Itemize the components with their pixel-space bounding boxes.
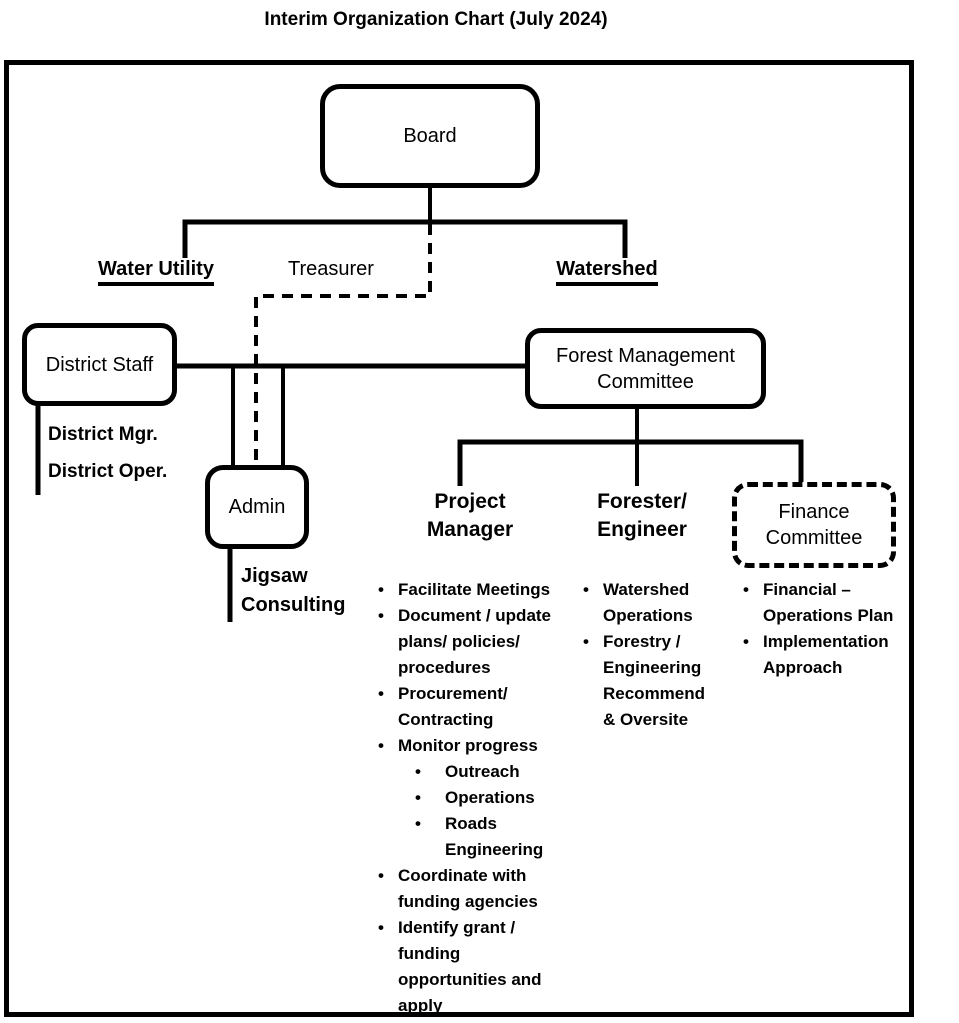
forest-management-committee-box: Forest Management Committee: [525, 328, 766, 409]
watershed-text: Watershed: [556, 258, 658, 286]
admin-box: Admin: [205, 465, 309, 549]
project-manager-duties: Facilitate MeetingsDocument / update pla…: [372, 577, 572, 1019]
duty-item: Roads Engineering: [372, 811, 572, 863]
forester-engineer-duties: Watershed OperationsForestry / Engineeri…: [577, 577, 707, 733]
district-role-item: District Oper.: [48, 461, 168, 482]
duty-item: Outreach: [372, 759, 572, 785]
duty-item: Monitor progress: [372, 733, 572, 759]
district-staff-box: District Staff: [22, 323, 177, 406]
treasurer-label: Treasurer: [288, 258, 374, 280]
board-branch-bracket: [182, 219, 628, 258]
project-manager-header: Project Manager: [426, 490, 514, 541]
forester-engineer-header: Forester/ Engineer: [597, 490, 687, 541]
watershed-label: Watershed: [517, 258, 697, 286]
duty-item: Procurement/ Contracting: [372, 681, 572, 733]
finance-committee-duties: Financial – Operations PlanImplementatio…: [737, 577, 907, 681]
duty-item: Forestry / Engineering Recommend & Overs…: [577, 629, 707, 733]
duty-item: Document / update plans/ policies/ proce…: [372, 603, 572, 681]
duty-item: Financial – Operations Plan: [737, 577, 907, 629]
finance-committee-box: Finance Committee: [732, 482, 896, 568]
district-roles-list: District Mgr. District Oper.: [48, 416, 167, 490]
duty-item: Implementation Approach: [737, 629, 907, 681]
jigsaw-consulting-note: Jigsaw Consulting: [241, 565, 346, 616]
duty-item: Identify grant / funding opportunities a…: [372, 915, 572, 1019]
chart-title: Interim Organization Chart (July 2024): [264, 9, 608, 30]
treasurer-dashed-line: [254, 224, 432, 465]
duty-item: Facilitate Meetings: [372, 577, 572, 603]
fmc-children-bracket: [457, 439, 804, 486]
district-role-item: District Mgr.: [48, 424, 158, 445]
duty-item: Watershed Operations: [577, 577, 707, 629]
board-box: Board: [320, 84, 540, 188]
water-utility-text: Water Utility: [98, 258, 214, 286]
water-utility-label: Water Utility: [66, 258, 246, 286]
duty-item: Operations: [372, 785, 572, 811]
duty-item: Coordinate with funding agencies: [372, 863, 572, 915]
